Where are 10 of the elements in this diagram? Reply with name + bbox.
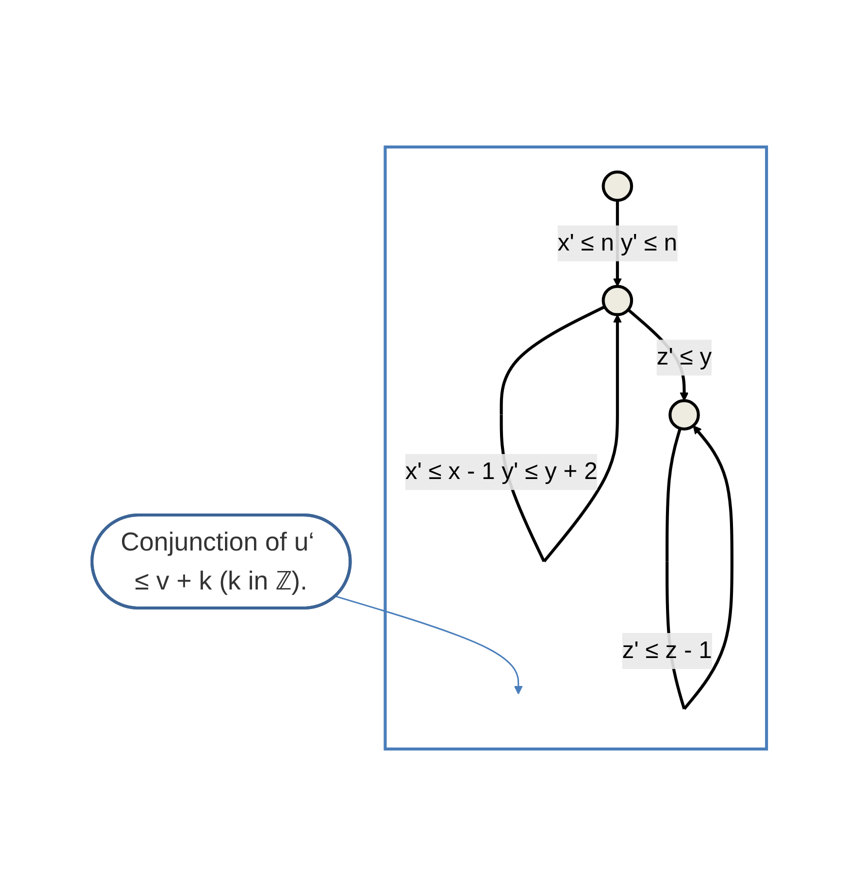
node-circle [668, 399, 700, 431]
node-circle [602, 284, 633, 316]
edge-label: x' ≤ n y' ≤ n [557, 229, 677, 256]
node-circle [602, 170, 633, 202]
edge-label: z' ≤ y [656, 344, 712, 371]
edge-label: x' ≤ x - 1 y' ≤ y + 2 [404, 458, 598, 486]
cluster [383, 146, 768, 750]
edge-label: z' ≤ z - 1 [622, 637, 712, 664]
diagram: x' ≤ n y' ≤ n x' ≤ x - 1 y' ≤ y + 2 z' ≤ y z' ≤ z - 1 Conjunction of u‘ ≤ v + k (k in ℤ). [84, 3, 774, 893]
arrow [335, 596, 522, 694]
